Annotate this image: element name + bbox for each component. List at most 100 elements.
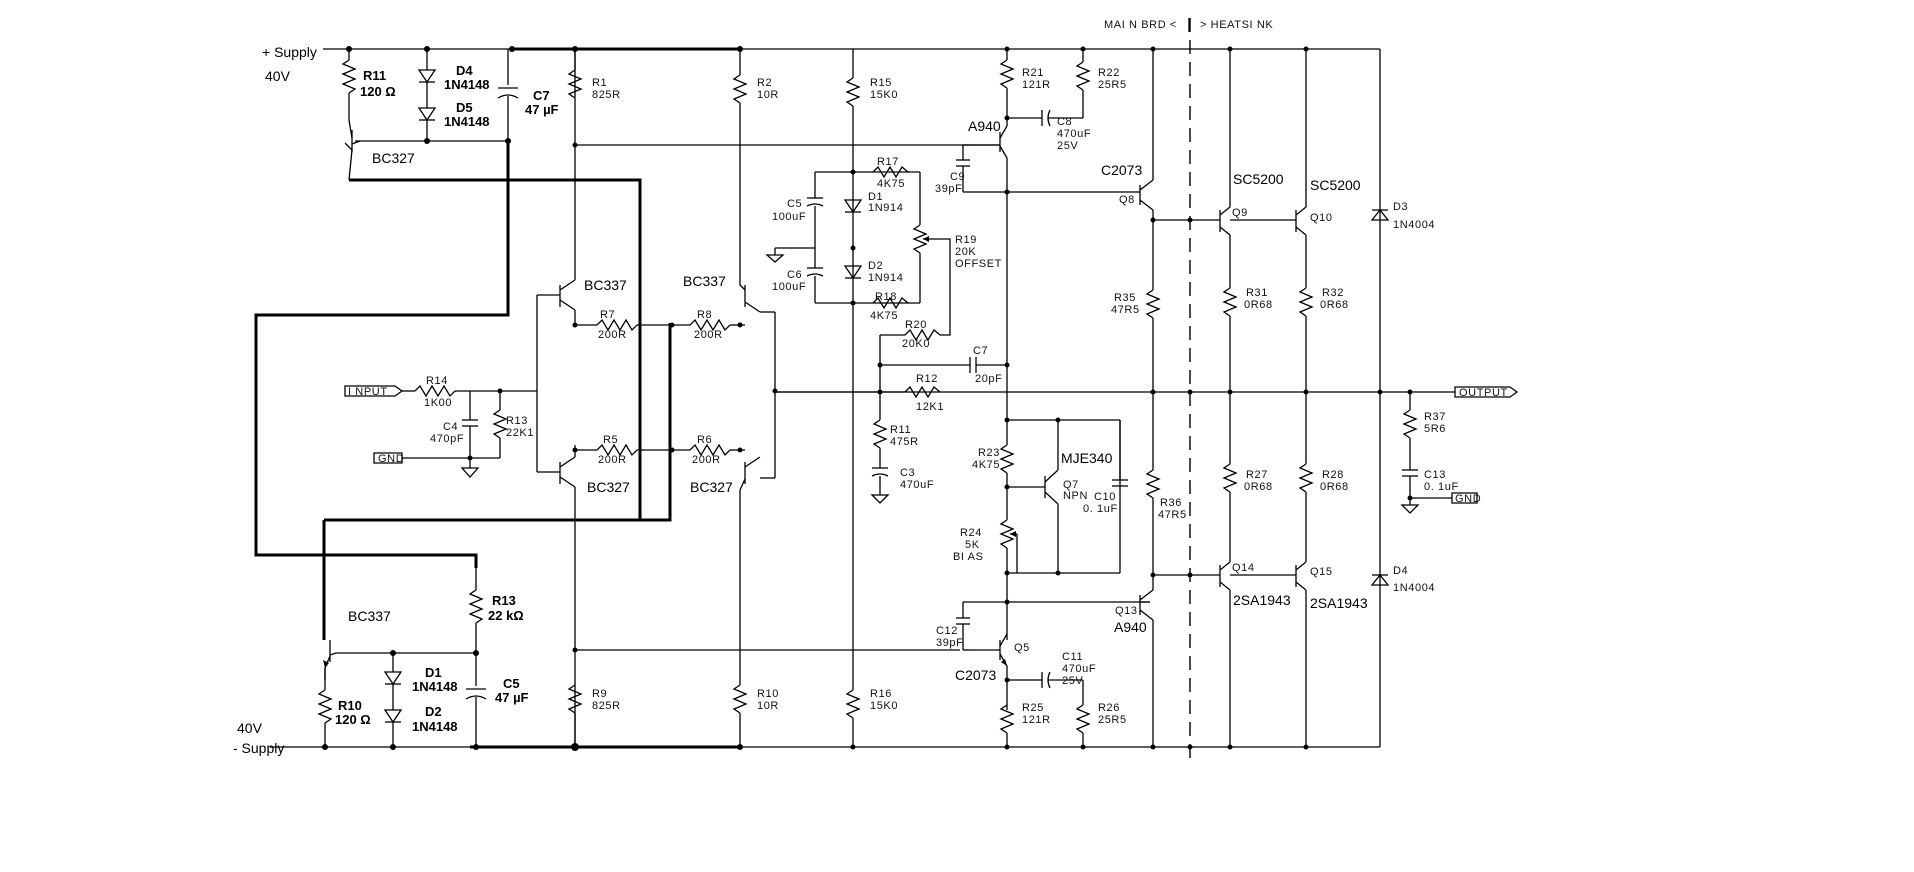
q14-label: Q14: [1232, 562, 1255, 574]
output-labels: C2073 Q8 SC5200 SC5200 Q9 Q10 D3 1N4004 …: [1101, 162, 1508, 635]
vas-labels: R15 15K0 R16 15K0 R17 4K75 C5 100uF D1 1…: [772, 77, 1002, 712]
r10-value: 120 Ω: [335, 712, 371, 727]
vas-stage: [765, 49, 1007, 747]
d1-value: 1N4148: [412, 679, 458, 694]
c3-value: 470uF: [900, 479, 934, 491]
d4-value: 1N4148: [444, 77, 490, 92]
r5-value: 200R: [598, 454, 627, 466]
d2-label: D2: [425, 704, 442, 719]
c9-value: 39pF: [935, 183, 962, 195]
r11-label: R11: [363, 68, 386, 83]
c12-value: 39pF: [936, 637, 963, 649]
sc5200-b-label: SC5200: [1310, 177, 1361, 193]
d1s-value: 1N914: [868, 202, 903, 214]
r21-label: R21: [1022, 67, 1044, 79]
r25-value: 121R: [1022, 714, 1051, 726]
c8-voltage: 25V: [1057, 140, 1078, 152]
output-stage: [775, 49, 1519, 747]
r13s-label: R13: [506, 415, 528, 427]
r26-label: R26: [1098, 702, 1120, 714]
c7s-value: 20pF: [975, 373, 1002, 385]
r25-label: R25: [1022, 702, 1044, 714]
r20-value: 20K0: [902, 338, 930, 350]
d4s-label: D4: [1393, 565, 1408, 577]
r19-label: R19: [955, 234, 977, 246]
r20-label: R20: [905, 319, 927, 331]
r11-value: 120 Ω: [360, 84, 396, 99]
neg-supply-label: - Supply: [233, 740, 284, 756]
r17-label: R17: [877, 156, 899, 168]
r36-label: R36: [1160, 497, 1182, 509]
r5-label: R5: [603, 434, 618, 446]
bc337-mid-label: BC337: [683, 273, 726, 289]
r10s-label: R10: [757, 688, 779, 700]
gnd-port: [373, 452, 403, 464]
c5-value: 47 µF: [495, 690, 529, 705]
q13-label: Q13: [1115, 605, 1138, 617]
r37-value: 5R6: [1424, 423, 1446, 435]
r2-label: R2: [757, 77, 772, 89]
c12-label: C12: [936, 625, 958, 637]
d4s-value: 1N4004: [1393, 582, 1435, 594]
c3-label: C3: [900, 467, 915, 479]
r1-label: R1: [592, 77, 607, 89]
r27-label: R27: [1246, 469, 1268, 481]
c5-label: C5: [503, 676, 520, 691]
r31-value: 0R68: [1244, 299, 1273, 311]
sa1943-a-label: 2SA1943: [1233, 592, 1291, 608]
neg-supply-voltage: 40V: [237, 720, 263, 736]
input-stage: [344, 49, 1000, 747]
r31-label: R31: [1246, 287, 1268, 299]
header-main-board: MAI N BRD <: [1104, 19, 1177, 31]
bc327-left-label: BC327: [587, 479, 630, 495]
bc337-bottom-label: BC337: [348, 608, 391, 624]
q9-label: Q9: [1232, 207, 1248, 219]
r27-value: 0R68: [1244, 481, 1273, 493]
input-stage-labels: I NPUT GND R14 1K00 C4 470pF R13 22K1 R1…: [348, 77, 779, 712]
bc337-left-label: BC337: [584, 277, 627, 293]
r14-value: 1K00: [424, 397, 452, 409]
c13-value: 0. 1uF: [1424, 481, 1459, 493]
d1s-label: D1: [868, 191, 883, 203]
r35-value: 47R5: [1111, 304, 1140, 316]
c10-value: 0. 1uF: [1083, 503, 1118, 515]
d2s-value: 1N914: [868, 272, 903, 284]
bottom-current-source-labels: BC337 R13 22 kΩ R10 120 Ω D1 1N4148 D2 1…: [335, 593, 529, 734]
output-port-label: OUTPUT: [1459, 387, 1508, 399]
r8-value: 200R: [694, 329, 723, 341]
r19-function: OFFSET: [955, 258, 1002, 270]
r10-label: R10: [338, 698, 362, 713]
a940-bottom-label: A940: [1114, 619, 1147, 635]
r35-label: R35: [1114, 292, 1136, 304]
c11-voltage: 25V: [1062, 675, 1083, 687]
sc5200-a-label: SC5200: [1233, 171, 1284, 187]
c4-value: 470pF: [430, 433, 464, 445]
c7-label: C7: [533, 88, 550, 103]
c13-label: C13: [1424, 469, 1446, 481]
bottom-current-source: [317, 323, 672, 747]
c8-value: 470uF: [1057, 128, 1091, 140]
r12-value: 12K1: [916, 401, 944, 413]
r36-value: 47R5: [1158, 509, 1187, 521]
r6-label: R6: [697, 434, 712, 446]
c7s-label: C7: [973, 345, 988, 357]
r9-label: R9: [592, 688, 607, 700]
d5-value: 1N4148: [444, 114, 490, 129]
input-port: [344, 385, 404, 397]
c11-value: 470uF: [1062, 663, 1096, 675]
q5-label: Q5: [1014, 642, 1030, 654]
r24-function: BI AS: [953, 551, 984, 563]
d2s-label: D2: [868, 260, 883, 272]
r18-label: R18: [875, 291, 897, 303]
r22-value: 25R5: [1098, 79, 1127, 91]
q10-label: Q10: [1310, 212, 1333, 224]
gnd-port-label: GND: [378, 453, 404, 465]
r14-label: R14: [426, 375, 448, 387]
r6-value: 200R: [692, 454, 721, 466]
r1-value: 825R: [592, 89, 621, 101]
r18-value: 4K75: [870, 310, 898, 322]
c10-label: C10: [1094, 491, 1116, 503]
q7-type: NPN: [1063, 490, 1088, 502]
c5s-label: C5: [787, 198, 802, 210]
